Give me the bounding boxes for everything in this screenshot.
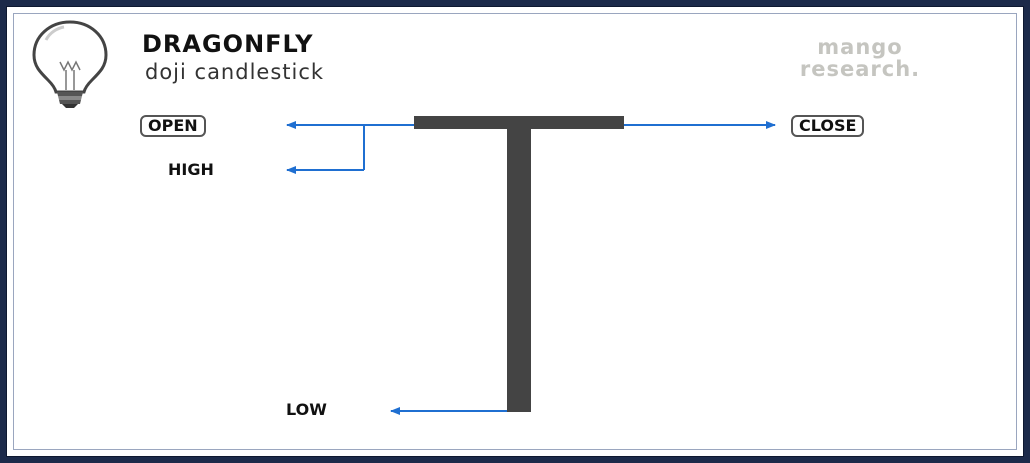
candle-lower-shadow xyxy=(507,116,531,412)
frame-inner-border xyxy=(13,13,1017,450)
open-label: OPEN xyxy=(140,115,206,137)
lightbulb-icon xyxy=(32,20,108,108)
brand-line-2: research. xyxy=(799,57,921,81)
diagram-title: DRAGONFLY xyxy=(142,30,314,58)
close-label: CLOSE xyxy=(791,115,865,137)
brand-logo: mango research. xyxy=(770,36,950,80)
high-label: HIGH xyxy=(168,160,214,179)
low-label: LOW xyxy=(286,400,327,419)
brand-line-1: mango xyxy=(817,35,903,59)
diagram-subtitle: doji candlestick xyxy=(145,60,325,84)
